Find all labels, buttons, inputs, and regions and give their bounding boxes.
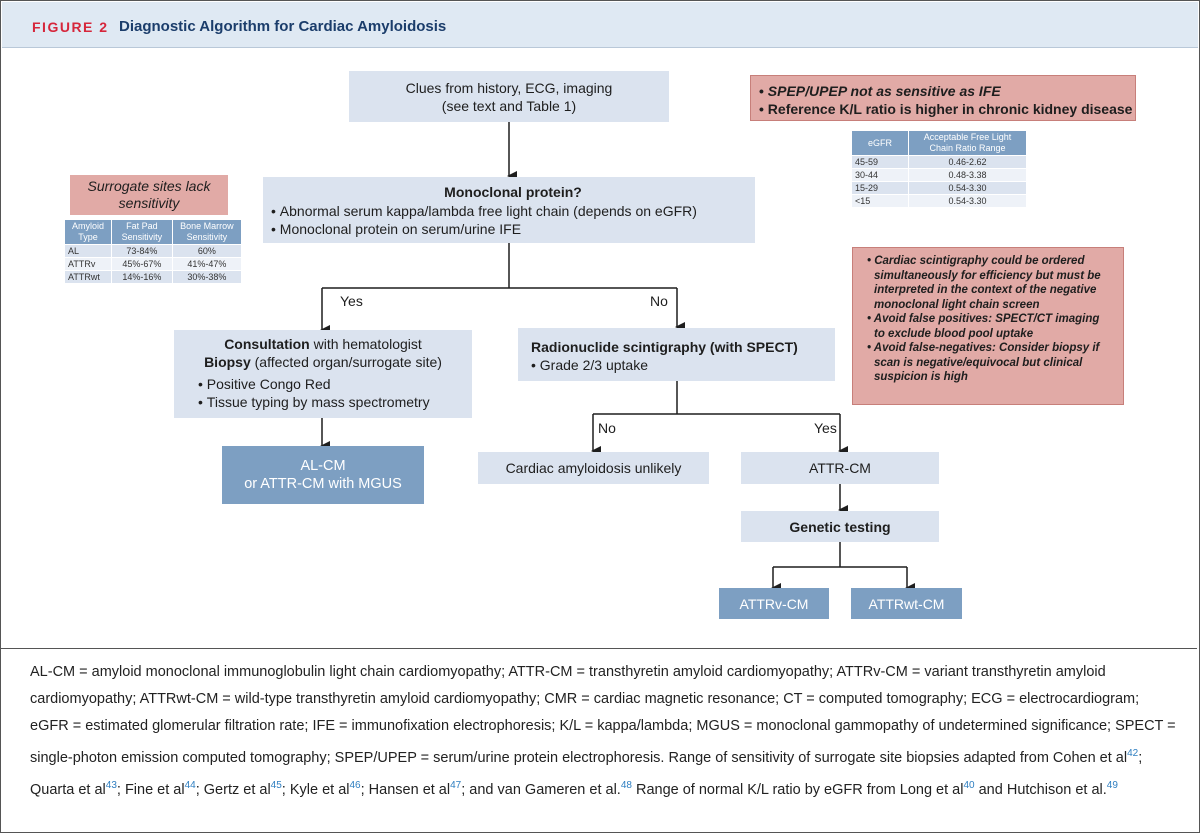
genetic-testing-label: Genetic testing <box>789 519 891 535</box>
alcm-line2: or ATTR-CM with MGUS <box>244 476 402 492</box>
list-item: Monoclonal protein on serum/urine IFE <box>271 220 755 238</box>
egfr-col-header: eGFR <box>851 130 909 156</box>
genetic-testing-box: Genetic testing <box>741 511 939 542</box>
ref-sup: 40 <box>963 779 975 791</box>
consultation-box: Consultation with hematologist Biopsy (a… <box>174 330 472 418</box>
list-item: Positive Congo Red <box>198 375 472 393</box>
surrogate-table: Amyloid Type Fat Pad Sensitivity Bone Ma… <box>64 219 243 284</box>
surrogate-table-header: Amyloid Type Fat Pad Sensitivity Bone Ma… <box>64 219 243 245</box>
monoclonal-title: Monoclonal protein? <box>444 184 582 200</box>
monoclonal-box: Monoclonal protein? Abnormal serum kappa… <box>263 177 755 243</box>
scint-note-item-3: Avoid false-negatives: Consider biopsy i… <box>873 342 1100 383</box>
attrv-box: ATTRv-CM <box>719 588 829 619</box>
radionuclide-box: Radionuclide scintigraphy (with SPECT) G… <box>518 328 835 381</box>
figure-header: FIGURE 2 Diagnostic Algorithm for Cardia… <box>2 2 1198 48</box>
spep-note-item-1: SPEP/UPEP not as sensitive as IFE <box>767 83 1001 99</box>
list-item: Abnormal serum kappa/lambda free light c… <box>271 202 755 220</box>
figure-number: FIGURE 2 <box>32 19 109 35</box>
figure-notes: AL-CM = amyloid monoclonal immunoglobuli… <box>1 648 1197 830</box>
alcm-line1: AL-CM <box>300 458 346 474</box>
attrcm-label: ATTR-CM <box>809 460 871 476</box>
alcm-box: AL-CM or ATTR-CM with MGUS <box>222 446 424 504</box>
radionuclide-list: Grade 2/3 uptake <box>531 356 835 374</box>
attrv-label: ATTRv-CM <box>739 596 809 612</box>
ratio-col-header: Acceptable Free Light Chain Ratio Range <box>908 130 1027 156</box>
bone-marrow-header: Bone Marrow Sensitivity <box>171 219 243 245</box>
no-label-2: No <box>598 420 616 436</box>
attrwt-box: ATTRwt-CM <box>851 588 962 619</box>
egfr-table: eGFR Acceptable Free Light Chain Ratio R… <box>851 130 1027 208</box>
amyloid-type-header: Amyloid Type <box>64 219 112 245</box>
ref-sup: 45 <box>270 779 282 791</box>
consultation-list: Positive Congo Red Tissue typing by mass… <box>198 375 472 411</box>
clues-line1: Clues from history, ECG, imaging <box>405 80 613 96</box>
fat-pad-header: Fat Pad Sensitivity <box>111 219 173 245</box>
ref-sup: 44 <box>184 779 196 791</box>
scint-note-box: • Cardiac scintigraphy could be ordered … <box>852 247 1124 405</box>
ref-sup: 46 <box>349 779 361 791</box>
scint-note-item-1: Cardiac scintigraphy could be ordered si… <box>874 255 1101 311</box>
clues-box: Clues from history, ECG, imaging (see te… <box>349 71 669 122</box>
surrogate-note-box: Surrogate sites lack sensitivity <box>70 175 228 215</box>
no-label-1: No <box>650 293 668 309</box>
surrogate-note-title: Surrogate sites lack sensitivity <box>87 178 211 211</box>
ref-sup: 43 <box>105 779 117 791</box>
notes-text: AL-CM = amyloid monoclonal immunoglobuli… <box>30 664 1176 766</box>
notes-paragraph: AL-CM = amyloid monoclonal immunoglobuli… <box>30 664 1176 798</box>
radionuclide-title: Radionuclide scintigraphy (with SPECT) <box>531 339 798 355</box>
scint-note-item-2: Avoid false positives: SPECT/CT imaging … <box>873 313 1100 340</box>
yes-label-2: Yes <box>814 420 837 436</box>
spep-note-box: • SPEP/UPEP not as sensitive as IFE • Re… <box>750 75 1136 121</box>
clues-line2: (see text and Table 1) <box>441 98 577 114</box>
consultation-label: Consultation <box>224 336 310 352</box>
egfr-table-header: eGFR Acceptable Free Light Chain Ratio R… <box>851 130 1027 156</box>
unlikely-label: Cardiac amyloidosis unlikely <box>505 460 682 476</box>
ref-sup: 48 <box>620 779 632 791</box>
biopsy-label: Biopsy <box>204 354 251 370</box>
ref-sup: 42 <box>1127 748 1139 759</box>
attrwt-label: ATTRwt-CM <box>868 596 945 612</box>
attrcm-box: ATTR-CM <box>741 452 939 484</box>
yes-label-1: Yes <box>340 293 363 309</box>
list-item: Tissue typing by mass spectrometry <box>198 393 472 411</box>
ref-sup: 49 <box>1106 779 1118 791</box>
monoclonal-list: Abnormal serum kappa/lambda free light c… <box>271 202 755 238</box>
unlikely-box: Cardiac amyloidosis unlikely <box>478 452 709 484</box>
spep-note-item-2: Reference K/L ratio is higher in chronic… <box>767 101 1133 117</box>
ref-sup: 47 <box>450 779 462 791</box>
list-item: Grade 2/3 uptake <box>531 356 835 374</box>
figure-title: Diagnostic Algorithm for Cardiac Amyloid… <box>119 18 447 35</box>
